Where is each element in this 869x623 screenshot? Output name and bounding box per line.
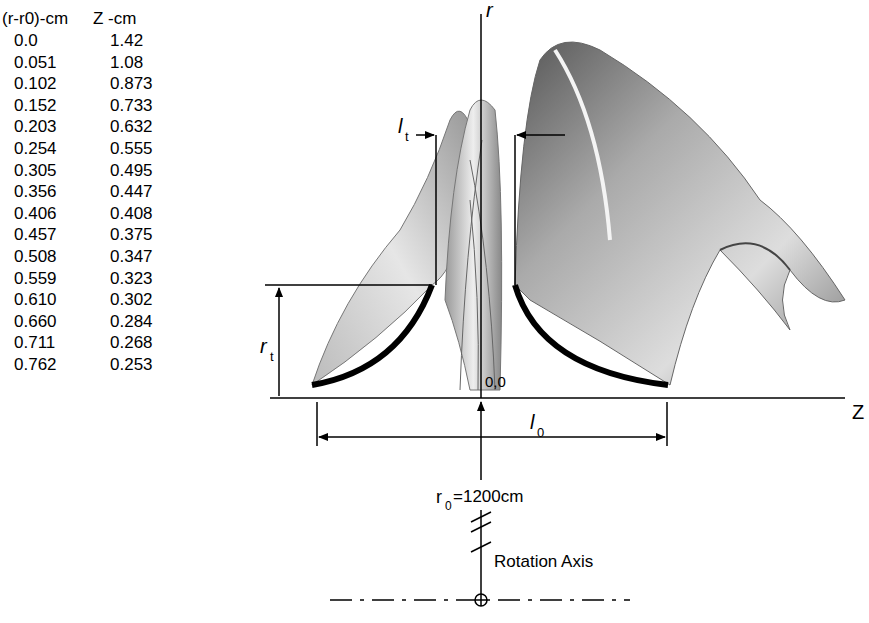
table-cell: 0.203 bbox=[14, 118, 57, 135]
table-cell: 1.08 bbox=[110, 54, 143, 71]
axis-label: Z bbox=[852, 402, 864, 422]
table-cell: 0.253 bbox=[110, 356, 153, 373]
axis-label: t bbox=[405, 130, 409, 143]
table-cell: 0.102 bbox=[14, 75, 57, 92]
table-cell: 0.406 bbox=[14, 205, 57, 222]
table-cell: 0.457 bbox=[14, 226, 57, 243]
axis-label: r bbox=[486, 0, 493, 20]
table-cell: 0.508 bbox=[14, 248, 57, 265]
axis-label: Rotation Axis bbox=[494, 553, 593, 570]
table-cell: 0.356 bbox=[14, 183, 57, 200]
axis-label: 0 bbox=[537, 426, 544, 439]
axis-label: 0,0 bbox=[485, 374, 506, 389]
table-cell: 0.408 bbox=[110, 205, 153, 222]
axis-label: =1200cm bbox=[453, 488, 523, 505]
axis-label: r bbox=[260, 336, 267, 356]
table-cell: Z -cm bbox=[93, 10, 136, 27]
table-cell: 0.873 bbox=[110, 75, 153, 92]
table-cell: 0.660 bbox=[14, 313, 57, 330]
table-cell: 0.711 bbox=[14, 334, 55, 351]
table-cell: 0.302 bbox=[110, 291, 153, 308]
table-cell: 0.152 bbox=[14, 97, 57, 114]
table-cell: 0.375 bbox=[110, 226, 153, 243]
table-cell: 0.447 bbox=[110, 183, 153, 200]
table-cell: 0.632 bbox=[110, 118, 153, 135]
axis-label: t bbox=[270, 350, 274, 363]
table-cell: 0.347 bbox=[110, 248, 153, 265]
table-cell: (r-r0)-cm bbox=[2, 10, 68, 27]
axis-label: r bbox=[436, 488, 442, 506]
table-cell: 0.0 bbox=[14, 32, 38, 49]
table-cell: 0.268 bbox=[110, 334, 153, 351]
table-cell: 0.323 bbox=[110, 270, 153, 287]
table-cell: 0.559 bbox=[14, 270, 57, 287]
table-cell: 1.42 bbox=[110, 32, 143, 49]
axis-label: l bbox=[530, 412, 534, 432]
table-cell: 0.733 bbox=[110, 97, 153, 114]
axis-label: 0 bbox=[445, 500, 452, 512]
table-cell: 0.051 bbox=[14, 54, 57, 71]
table-cell: 0.555 bbox=[110, 140, 153, 157]
axis-label: l bbox=[398, 116, 402, 136]
table-cell: 0.495 bbox=[110, 162, 153, 179]
table-cell: 0.610 bbox=[14, 291, 57, 308]
table-cell: 0.284 bbox=[110, 313, 153, 330]
table-cell: 0.305 bbox=[14, 162, 57, 179]
table-cell: 0.762 bbox=[14, 356, 57, 373]
table-cell: 0.254 bbox=[14, 140, 57, 157]
